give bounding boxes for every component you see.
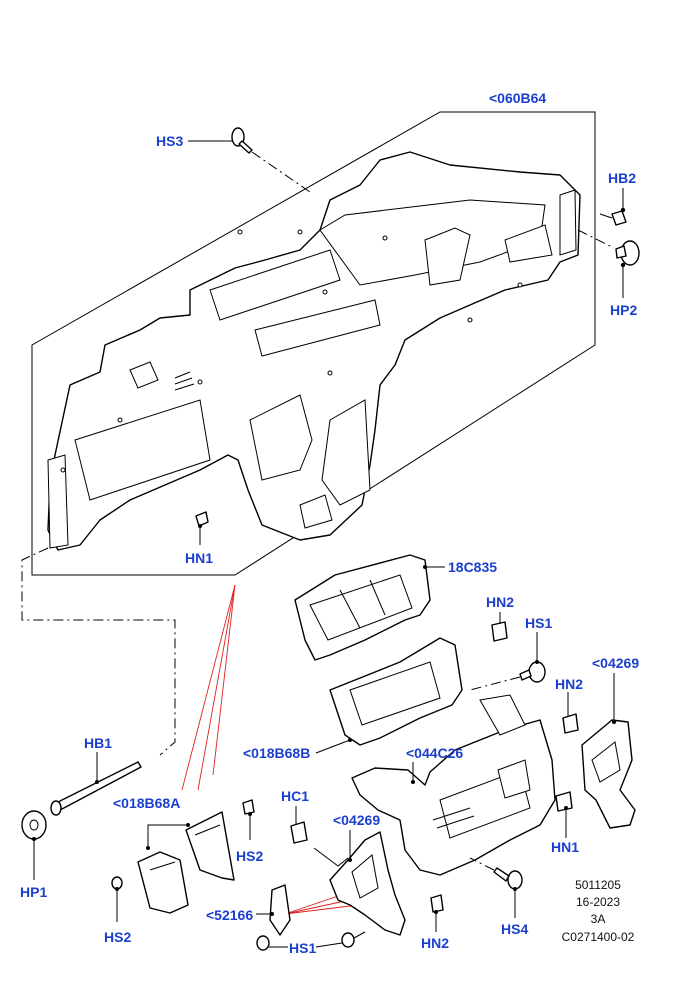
- hs4-screw-icon: [493, 867, 523, 890]
- bracket-18c835-part: [294, 554, 431, 661]
- hb2-bolt-icon: [599, 210, 627, 226]
- label-18c835: 18C835: [448, 559, 497, 575]
- label-hn1-top: HN1: [185, 550, 213, 566]
- label-hn2-c: HN2: [421, 935, 449, 951]
- label-hs4: HS4: [501, 921, 528, 937]
- label-hs3: HS3: [156, 133, 183, 149]
- hp2-plug-icon: [615, 240, 640, 266]
- label-hs1-a: HS1: [525, 615, 552, 631]
- label-hb2: HB2: [608, 170, 636, 186]
- label-hn2-b: HN2: [555, 676, 583, 692]
- label-018b68a: <018B68A: [113, 795, 180, 811]
- label-018b68b: <018B68B: [243, 745, 310, 761]
- label-hs2-b: HS2: [104, 929, 131, 945]
- reference-line-3: 3A: [591, 912, 606, 926]
- label-hs2-a: HS2: [236, 848, 263, 864]
- bracket-018b68b-part: [329, 637, 463, 746]
- label-main-frame: <060B64: [489, 90, 546, 106]
- label-04269-left: <04269: [333, 812, 380, 828]
- part-04269-right: [581, 719, 636, 829]
- label-hn2-a: HN2: [486, 594, 514, 610]
- bracket-044c26-part: [351, 694, 556, 876]
- bracket-018b68a-part: [137, 811, 235, 914]
- hn2-clip-b-icon: [562, 713, 579, 734]
- hs2-screw-a-icon: [242, 799, 255, 815]
- hp1-plug-icon: [21, 810, 47, 840]
- reference-line-2: 16-2023: [576, 895, 620, 909]
- label-hp2: HP2: [610, 302, 637, 318]
- hn2-clip-c-icon: [430, 894, 444, 913]
- hb1-long-bolt-icon: [50, 761, 142, 816]
- reference-block: 5011205 16-2023 3A C0271400-02: [562, 878, 635, 944]
- reference-line-1: 5011205: [575, 878, 621, 892]
- reference-line-4: C0271400-02: [562, 930, 635, 944]
- label-hn1-bottom: HN1: [551, 839, 579, 855]
- hn1-bottom-nut-icon: [555, 791, 573, 812]
- cross-car-beam: [47, 151, 581, 551]
- hs3-screw-icon: [231, 127, 253, 154]
- hc1-clip-icon: [290, 821, 308, 844]
- hn2-clip-a-icon: [491, 621, 508, 642]
- hs1-screw-b-icon: [256, 931, 366, 951]
- label-hb1: HB1: [84, 735, 112, 751]
- label-hp1: HP1: [20, 884, 47, 900]
- label-hs1-b: HS1: [289, 940, 316, 956]
- part-52166: [269, 884, 291, 936]
- label-04269-right: <04269: [592, 655, 639, 671]
- label-hc1: HC1: [281, 788, 309, 804]
- part-04269-left: [329, 831, 406, 936]
- label-52166: <52166: [206, 907, 253, 923]
- label-044c26: <044C26: [406, 745, 463, 761]
- hn1-top-nut-icon: [195, 511, 209, 527]
- main-frame-enclosure: [31, 111, 596, 576]
- hs1-screw-a-icon: [519, 661, 546, 683]
